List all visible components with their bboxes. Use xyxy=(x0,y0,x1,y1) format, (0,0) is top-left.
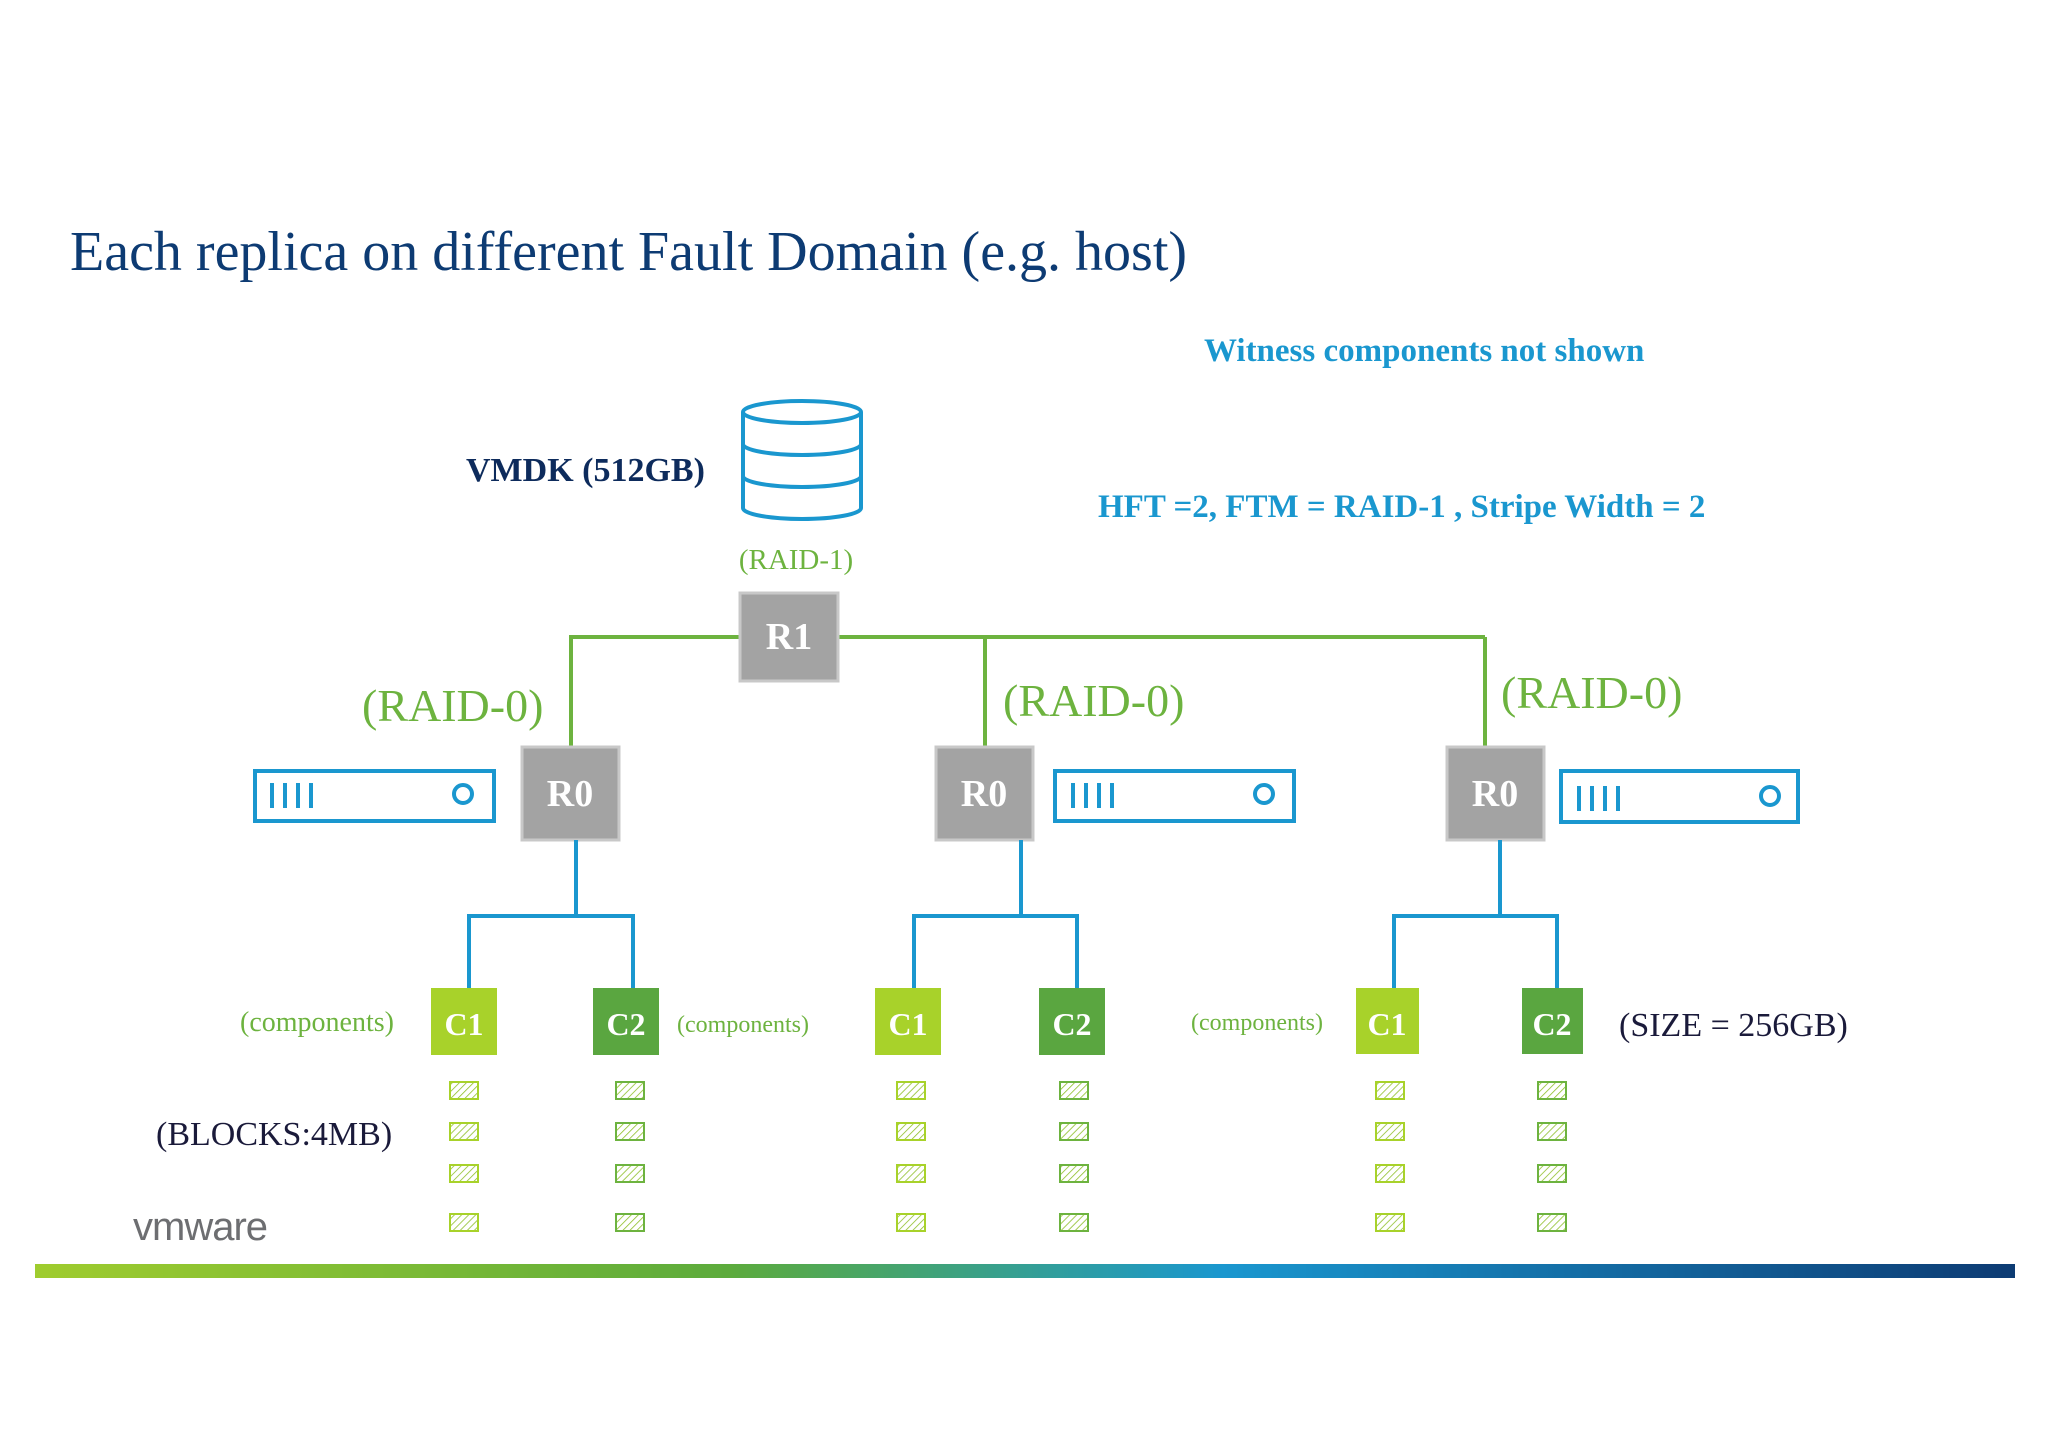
footer-gradient-bar xyxy=(35,1264,2015,1278)
data-block-icon xyxy=(1059,1081,1089,1100)
raid0-connectors xyxy=(1392,840,1559,988)
data-block-icon xyxy=(1537,1122,1567,1141)
r0-node: R0 xyxy=(1445,745,1546,842)
components-label: (components) xyxy=(1191,1010,1323,1036)
component-c1-label: C1 xyxy=(444,1006,483,1042)
raid0-label: (RAID-0) xyxy=(362,680,543,731)
data-block-icon xyxy=(1537,1164,1567,1183)
raid0-connectors xyxy=(467,840,635,988)
witness-note: Witness components not shown xyxy=(1204,333,1644,369)
blocks-label: (BLOCKS:4MB) xyxy=(156,1116,392,1153)
vmdk-label: VMDK (512GB) xyxy=(466,452,705,489)
slide-title: Each replica on different Fault Domain (… xyxy=(70,221,1187,283)
data-block-icon xyxy=(1059,1122,1089,1141)
server-icon xyxy=(253,769,496,823)
r0-node-label: R0 xyxy=(961,773,1007,815)
data-block-icon xyxy=(615,1213,645,1232)
component-c1: C1 xyxy=(875,988,941,1055)
r0-node: R0 xyxy=(520,745,621,842)
component-c2: C2 xyxy=(1522,988,1583,1054)
database-icon xyxy=(741,399,863,521)
blocks-layer xyxy=(449,1081,1567,1232)
r1-node-label: R1 xyxy=(766,616,812,658)
data-block-icon xyxy=(896,1081,926,1100)
replica-group: (RAID-0) R0 (components) C1 C2 xyxy=(1191,667,1800,1054)
raid0-label: (RAID-0) xyxy=(1501,667,1682,718)
replica-group: (RAID-0) R0 (components) C1 C2 xyxy=(677,675,1296,1055)
server-icon xyxy=(1053,769,1296,823)
raid0-label: (RAID-0) xyxy=(1003,675,1184,726)
component-c1: C1 xyxy=(431,988,497,1055)
component-c1-label: C1 xyxy=(1367,1006,1406,1042)
components-label: (components) xyxy=(240,1007,394,1038)
data-block-icon xyxy=(1375,1213,1405,1232)
components-label: (components) xyxy=(677,1012,809,1038)
data-block-icon xyxy=(615,1122,645,1141)
r0-node: R0 xyxy=(934,745,1035,842)
data-block-icon xyxy=(449,1122,479,1141)
vmware-logo-text: vmware xyxy=(133,1205,267,1249)
vmware-logo: vmware xyxy=(133,1205,268,1249)
component-c2-label: C2 xyxy=(606,1006,645,1042)
component-c2: C2 xyxy=(1039,988,1105,1055)
component-c2: C2 xyxy=(593,988,659,1055)
raid0-connectors xyxy=(912,840,1079,988)
data-block-icon xyxy=(1059,1164,1089,1183)
component-c2-label: C2 xyxy=(1532,1006,1571,1042)
root-raid-label: (RAID-1) xyxy=(739,544,853,576)
data-block-icon xyxy=(615,1164,645,1183)
component-c1-label: C1 xyxy=(888,1006,927,1042)
data-block-icon xyxy=(1375,1122,1405,1141)
r0-node-label: R0 xyxy=(547,773,593,815)
component-c2-label: C2 xyxy=(1052,1006,1091,1042)
data-block-icon xyxy=(1537,1213,1567,1232)
r1-node: R1 xyxy=(738,591,840,683)
data-block-icon xyxy=(896,1164,926,1183)
data-block-icon xyxy=(1537,1081,1567,1100)
data-block-icon xyxy=(449,1164,479,1183)
server-icon xyxy=(1559,769,1800,824)
policy-params: HFT =2, FTM = RAID-1 , Stripe Width = 2 xyxy=(1098,489,1705,525)
data-block-icon xyxy=(449,1213,479,1232)
data-block-icon xyxy=(1059,1213,1089,1232)
replica-group: (RAID-0) R0 (components) C1 C2 xyxy=(240,680,659,1055)
data-block-icon xyxy=(1375,1081,1405,1100)
r0-node-label: R0 xyxy=(1472,773,1518,815)
data-block-icon xyxy=(896,1122,926,1141)
data-block-icon xyxy=(896,1213,926,1232)
raid1-connectors xyxy=(569,635,1487,747)
data-block-icon xyxy=(1375,1164,1405,1183)
data-block-icon xyxy=(615,1081,645,1100)
data-block-icon xyxy=(449,1081,479,1100)
size-label: (SIZE = 256GB) xyxy=(1619,1007,1848,1044)
component-c1: C1 xyxy=(1356,988,1419,1054)
